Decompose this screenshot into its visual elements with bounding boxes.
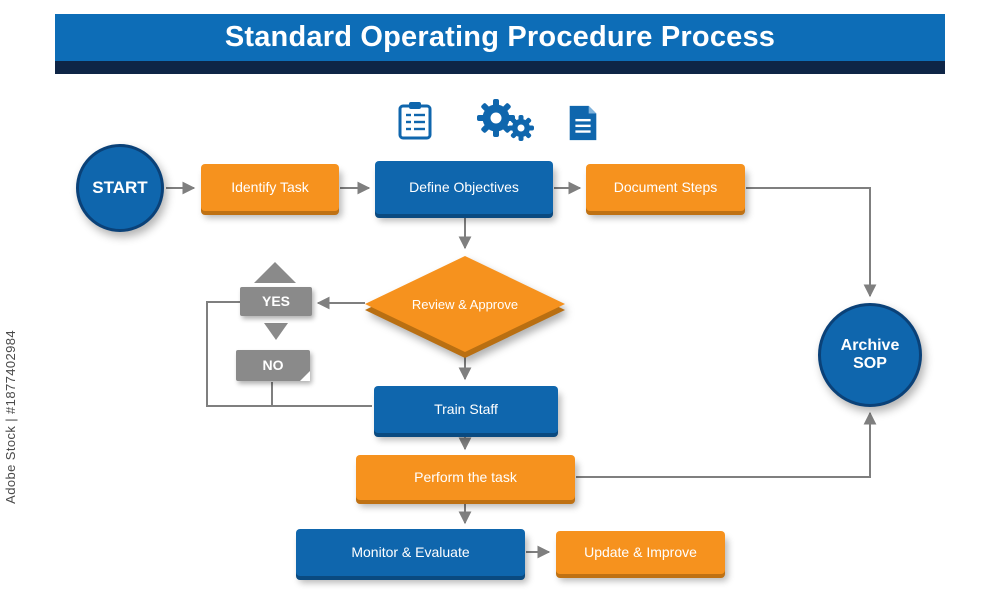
gears-icon [474,98,536,144]
node-update-improve: Update & Improve [556,531,725,574]
node-label: Define Objectives [409,179,519,196]
node-label: Monitor & Evaluate [351,544,470,561]
node-start: START [76,144,164,232]
document-icon [567,104,599,142]
node-label: Update & Improve [584,544,697,561]
node-monitor-evaluate: Monitor & Evaluate [296,529,525,576]
up-arrow-icon [254,262,296,283]
clipboard-icon [397,102,433,140]
node-perform-task: Perform the task [356,455,575,500]
node-label: Identify Task [231,179,309,196]
node-yes: YES [240,287,312,316]
node-review-approve: Review & Approve [365,256,565,358]
node-no: NO [236,350,310,381]
node-define-objectives: Define Objectives [375,161,553,214]
node-label: Perform the task [414,469,517,486]
down-arrow-icon [264,323,288,340]
node-label: START [92,178,148,198]
node-identify-task: Identify Task [201,164,339,211]
page-title: Standard Operating Procedure Process [224,21,776,53]
node-label: Review & Approve [411,296,519,312]
banner-strip [55,61,945,74]
node-label: YES [261,293,290,310]
node-label: NO [262,357,284,374]
title-banner: Standard Operating Procedure Process [55,14,945,61]
node-label: Document Steps [613,179,718,196]
node-train-staff: Train Staff [374,386,558,433]
node-label: Archive SOP [840,336,900,372]
node-document-steps: Document Steps [586,164,745,211]
stock-watermark: Adobe Stock | #1877402984 [3,330,18,504]
node-label: Train Staff [434,401,498,418]
node-archive-sop: Archive SOP [818,303,922,407]
